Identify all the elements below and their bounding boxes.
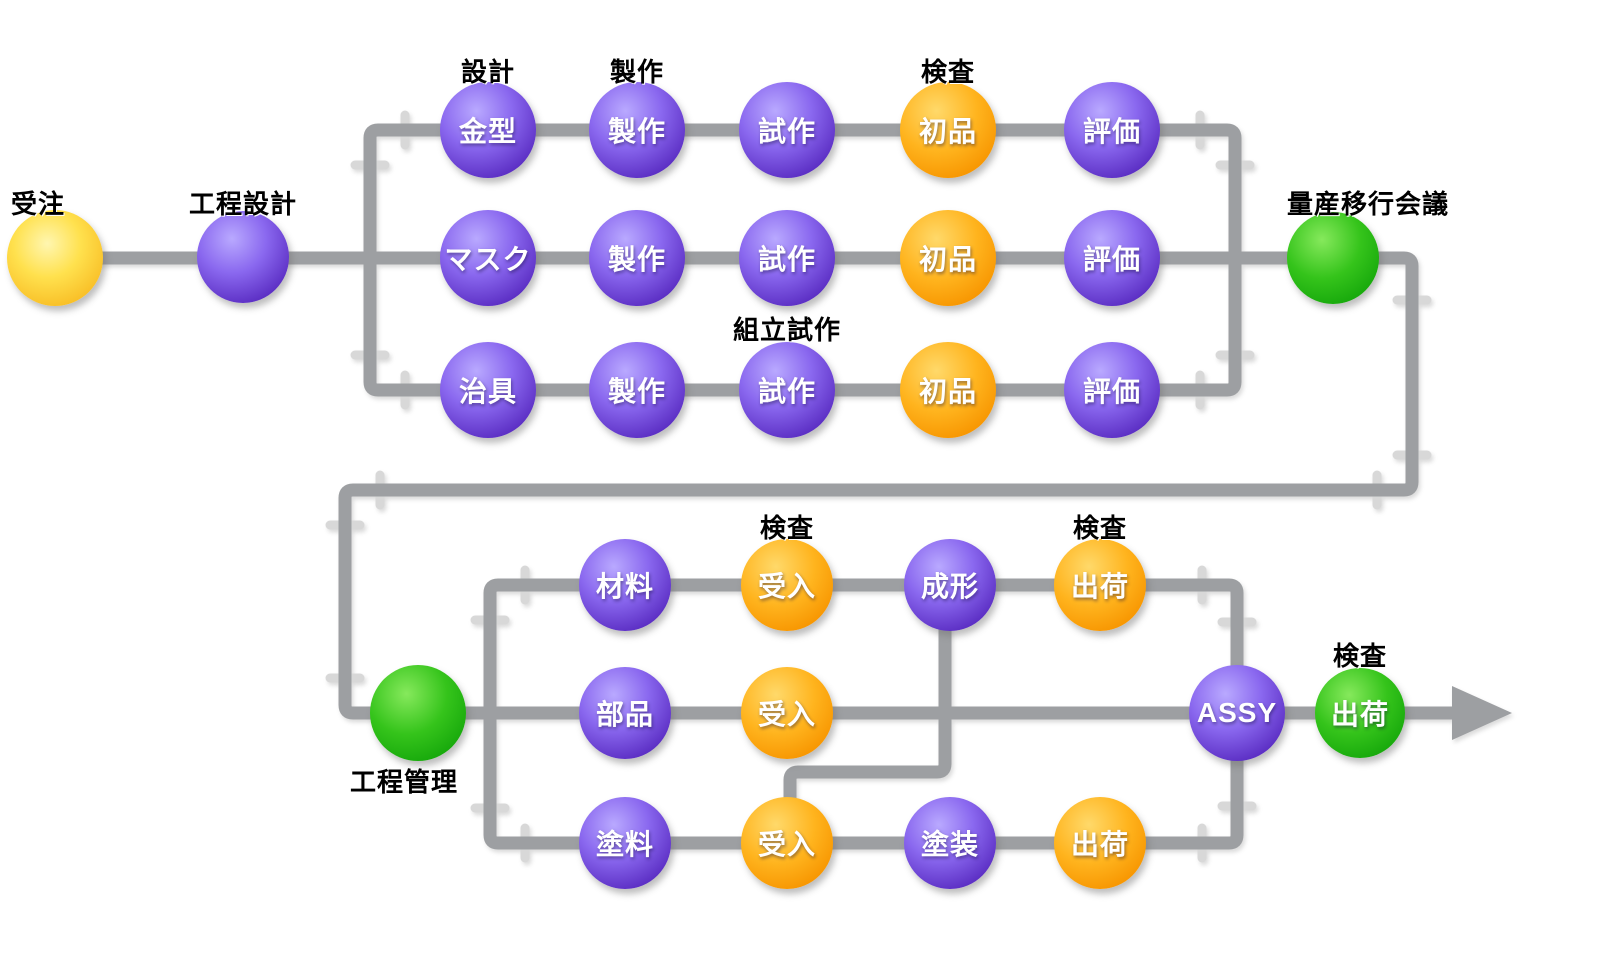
node-jig-label: 治具 bbox=[458, 376, 517, 407]
node-molding-label: 成形 bbox=[920, 571, 979, 602]
node-jig-first-article: 初品 bbox=[900, 342, 996, 438]
node-molding-shipping-label: 出荷 bbox=[1070, 571, 1129, 602]
node-mass-production-meeting bbox=[1287, 212, 1379, 304]
node-mold-evaluation: 評価 bbox=[1064, 82, 1160, 178]
node-final-shipping: 出荷 bbox=[1315, 668, 1405, 758]
caption-process-control: 工程管理 bbox=[349, 767, 459, 797]
node-final-shipping-label: 出荷 bbox=[1330, 699, 1389, 730]
node-parts-receiving: 受入 bbox=[741, 667, 833, 759]
node-painting-label: 塗装 bbox=[920, 829, 979, 860]
node-paint-label: 塗料 bbox=[595, 829, 654, 860]
node-mask-make: 製作 bbox=[589, 210, 685, 306]
node-order bbox=[7, 210, 103, 306]
node-jig-make-label: 製作 bbox=[607, 376, 666, 407]
caption-mass-production-meeting: 量産移行会議 bbox=[1286, 189, 1450, 219]
node-mold-trial: 試作 bbox=[739, 82, 835, 178]
node-assy: ASSY bbox=[1189, 665, 1285, 761]
node-mask-evaluation: 評価 bbox=[1064, 210, 1160, 306]
node-jig-first-article-label: 初品 bbox=[918, 376, 977, 407]
node-material-receiving: 受入 bbox=[741, 539, 833, 631]
node-mold-label: 金型 bbox=[458, 116, 517, 147]
node-jig-trial: 試作 bbox=[739, 342, 835, 438]
node-parts-receiving-label: 受入 bbox=[757, 699, 816, 730]
node-painting: 塗装 bbox=[904, 797, 996, 889]
node-jig-trial-label: 試作 bbox=[757, 376, 816, 407]
node-painting-shipping: 出荷 bbox=[1054, 797, 1146, 889]
node-material-receiving-label: 受入 bbox=[757, 571, 816, 602]
caption-mold-design: 設計 bbox=[460, 57, 516, 87]
caption-process-design: 工程設計 bbox=[188, 189, 298, 219]
node-mold-trial-label: 試作 bbox=[757, 116, 816, 147]
node-process-control bbox=[370, 665, 466, 761]
node-jig: 治具 bbox=[440, 342, 536, 438]
node-mask-first-article: 初品 bbox=[900, 210, 996, 306]
node-mask-make-label: 製作 bbox=[607, 244, 666, 275]
node-mask-first-article-label: 初品 bbox=[918, 244, 977, 275]
node-mask-evaluation-label: 評価 bbox=[1082, 244, 1141, 275]
node-process-design bbox=[197, 211, 289, 303]
molding-to-paint-pipe bbox=[783, 585, 952, 843]
node-mask: マスク bbox=[440, 210, 536, 306]
node-mold-evaluation-label: 評価 bbox=[1082, 116, 1141, 147]
node-painting-shipping-label: 出荷 bbox=[1070, 829, 1129, 860]
node-mold-make: 製作 bbox=[589, 82, 685, 178]
node-paint: 塗料 bbox=[579, 797, 671, 889]
caption-mold-make: 製作 bbox=[609, 57, 665, 87]
node-paint-receiving: 受入 bbox=[741, 797, 833, 889]
bottom-branch-loop-pipe bbox=[483, 578, 1244, 835]
caption-mold-inspection: 検査 bbox=[920, 57, 976, 87]
node-mold-first-article-label: 初品 bbox=[918, 116, 977, 147]
node-jig-evaluation-label: 評価 bbox=[1082, 376, 1141, 407]
node-parts-label: 部品 bbox=[595, 699, 654, 730]
node-molding: 成形 bbox=[904, 539, 996, 631]
node-mask-label: マスク bbox=[444, 244, 532, 275]
node-mold-make-label: 製作 bbox=[607, 116, 666, 147]
node-paint-receiving-label: 受入 bbox=[757, 829, 816, 860]
caption-order: 受注 bbox=[10, 189, 66, 219]
node-material-label: 材料 bbox=[595, 571, 654, 602]
bottom-branch-bottom-pipe bbox=[483, 722, 1244, 850]
node-mask-trial-label: 試作 bbox=[757, 244, 816, 275]
main-trunk-pipe bbox=[55, 251, 1458, 720]
caption-final-ship-inspection: 検査 bbox=[1332, 641, 1388, 671]
node-mask-trial: 試作 bbox=[739, 210, 835, 306]
node-parts: 部品 bbox=[579, 667, 671, 759]
node-assy-label: ASSY bbox=[1196, 697, 1278, 728]
node-jig-make: 製作 bbox=[589, 342, 685, 438]
node-jig-evaluation: 評価 bbox=[1064, 342, 1160, 438]
node-mold: 金型 bbox=[440, 82, 536, 178]
caption-molding-ship-inspection: 検査 bbox=[1072, 513, 1128, 543]
caption-assembly-trial: 組立試作 bbox=[732, 315, 842, 345]
caption-material-inspection: 検査 bbox=[759, 513, 815, 543]
node-mold-first-article: 初品 bbox=[900, 82, 996, 178]
flow-arrowhead bbox=[1452, 686, 1512, 740]
node-material: 材料 bbox=[579, 539, 671, 631]
node-molding-shipping: 出荷 bbox=[1054, 539, 1146, 631]
